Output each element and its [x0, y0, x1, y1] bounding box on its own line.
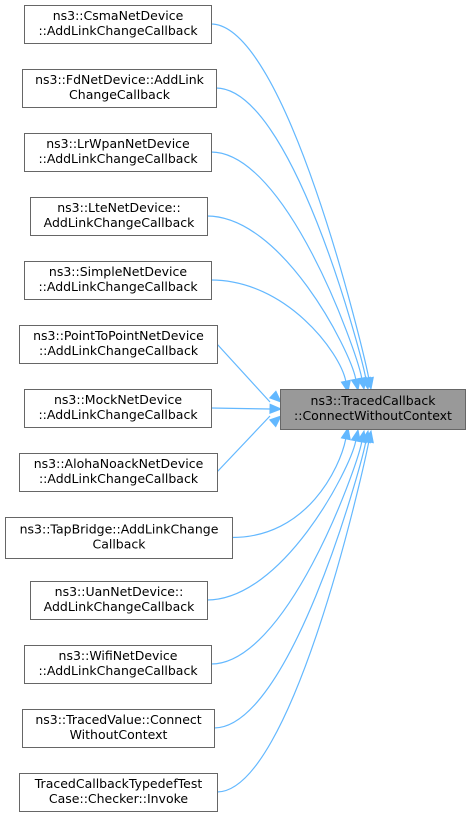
node-box: [22, 69, 217, 108]
node-label-line: ::ConnectWithoutContext: [294, 408, 452, 423]
edge-arrowhead: [350, 377, 361, 392]
call-edge: [216, 429, 374, 793]
node-box: [24, 389, 212, 428]
caller-node-tapbridge[interactable]: ns3::TapBridge::AddLinkChangeCallback: [5, 517, 233, 559]
edge-line: [206, 440, 357, 601]
node-box: [24, 5, 212, 44]
node-label-line: ns3::WifiNetDevice: [59, 648, 178, 663]
node-box: [24, 261, 212, 300]
call-edge: [210, 151, 367, 391]
node-label-line: ns3::LteNetDevice::: [57, 200, 180, 215]
caller-node-simple[interactable]: ns3::SimpleNetDevice::AddLinkChangeCallb…: [24, 261, 212, 300]
call-edge: [231, 426, 351, 539]
target-node[interactable]: ns3::TracedCallback::ConnectWithoutConte…: [280, 389, 466, 430]
node-box: [19, 325, 218, 364]
caller-node-lte[interactable]: ns3::LteNetDevice::AddLinkChangeCallback: [30, 197, 208, 236]
node-label-line: ::AddLinkChangeCallback: [39, 343, 199, 358]
node-label-line: AddLinkChangeCallback: [44, 599, 195, 614]
node-label-line: ns3::SimpleNetDevice: [49, 264, 187, 279]
node-box: [24, 133, 212, 172]
node-label-line: ns3::TracedValue::Connect: [35, 712, 201, 727]
call-edge: [215, 87, 371, 391]
node-label-line: TracedCallbackTypedefTest: [34, 776, 203, 791]
node-label-line: ::AddLinkChangeCallback: [38, 663, 198, 678]
node-box: [30, 197, 208, 236]
node-label-line: AddLinkChangeCallback: [44, 215, 195, 230]
edge-layer: [206, 23, 374, 793]
caller-node-p2p[interactable]: ns3::PointToPointNetDevice::AddLinkChang…: [19, 325, 218, 364]
node-box: [22, 709, 215, 748]
caller-node-checker[interactable]: TracedCallbackTypedefTestCase::Checker::…: [19, 773, 218, 812]
node-box: [30, 581, 208, 620]
caller-node-tracedvalue[interactable]: ns3::TracedValue::ConnectWithoutContext: [22, 709, 215, 748]
edge-line: [216, 415, 271, 473]
edge-line: [210, 407, 271, 410]
caller-node-uan[interactable]: ns3::UanNetDevice::AddLinkChangeCallback: [30, 581, 208, 620]
node-label-line: ::AddLinkChangeCallback: [38, 23, 198, 38]
edge-arrowhead: [269, 403, 283, 415]
call-edge: [206, 215, 361, 392]
edge-arrowhead: [340, 426, 351, 441]
caller-node-csma[interactable]: ns3::CsmaNetDevice::AddLinkChangeCallbac…: [24, 5, 212, 44]
call-edge: [210, 403, 283, 415]
edge-line: [216, 343, 271, 403]
edge-line: [231, 438, 347, 539]
node-label-line: ns3::CsmaNetDevice: [53, 8, 184, 23]
node-label-line: ns3::PointToPointNetDevice: [33, 328, 204, 343]
caller-node-lrwpan[interactable]: ns3::LrWpanNetDevice::AddLinkChangeCallb…: [24, 133, 212, 172]
node-label-line: WithoutContext: [70, 727, 168, 742]
node-label-line: ns3::TracedCallback: [311, 393, 437, 408]
node-label-line: ns3::MockNetDevice: [54, 392, 182, 407]
caller-node-aloha[interactable]: ns3::AlohaNoackNetDevice::AddLinkChangeC…: [19, 453, 218, 492]
node-label-line: ::AddLinkChangeCallback: [38, 151, 198, 166]
node-label-line: Case::Checker::Invoke: [49, 791, 189, 806]
call-edge: [216, 343, 282, 403]
edge-line: [213, 441, 367, 729]
call-edge: [210, 23, 374, 391]
node-box: [19, 453, 218, 492]
node-box: [24, 645, 212, 684]
caller-node-wifi[interactable]: ns3::WifiNetDevice::AddLinkChangeCallbac…: [24, 645, 212, 684]
edge-line: [210, 151, 363, 379]
edge-arrowhead: [363, 429, 374, 444]
node-label-line: ns3::TapBridge::AddLinkChange: [20, 522, 219, 537]
node-label-line: ns3::FdNetDevice::AddLink: [35, 72, 205, 87]
call-edge: [213, 429, 371, 729]
edge-line: [210, 23, 370, 379]
node-label-line: ::AddLinkChangeCallback: [38, 279, 198, 294]
node-label-line: ::AddLinkChangeCallback: [38, 407, 198, 422]
edge-arrowhead: [268, 415, 282, 428]
caller-node-mock[interactable]: ns3::MockNetDevice::AddLinkChangeCallbac…: [24, 389, 212, 428]
node-box: [19, 773, 218, 812]
edge-line: [210, 441, 363, 665]
node-label-line: ns3::AlohaNoackNetDevice: [34, 456, 204, 471]
edge-line: [206, 215, 357, 380]
edge-line: [210, 279, 347, 382]
call-edge: [216, 415, 282, 473]
node-label-line: ns3::UanNetDevice::: [55, 584, 184, 599]
call-edge: [210, 279, 351, 394]
node-box: [5, 517, 233, 559]
node-layer: ns3::CsmaNetDevice::AddLinkChangeCallbac…: [5, 5, 466, 812]
edge-line: [216, 441, 370, 793]
edge-arrowhead: [268, 390, 282, 403]
node-label-line: Callback: [92, 537, 146, 552]
edge-line: [215, 87, 367, 379]
edge-arrowhead: [350, 428, 361, 443]
node-box: [280, 389, 466, 430]
node-label-line: ns3::LrWpanNetDevice: [46, 136, 190, 151]
caller-node-fd[interactable]: ns3::FdNetDevice::AddLinkChangeCallback: [22, 69, 217, 108]
node-label-line: ChangeCallback: [69, 87, 171, 102]
node-label-line: ::AddLinkChangeCallback: [39, 471, 199, 486]
call-edge: [206, 428, 361, 601]
